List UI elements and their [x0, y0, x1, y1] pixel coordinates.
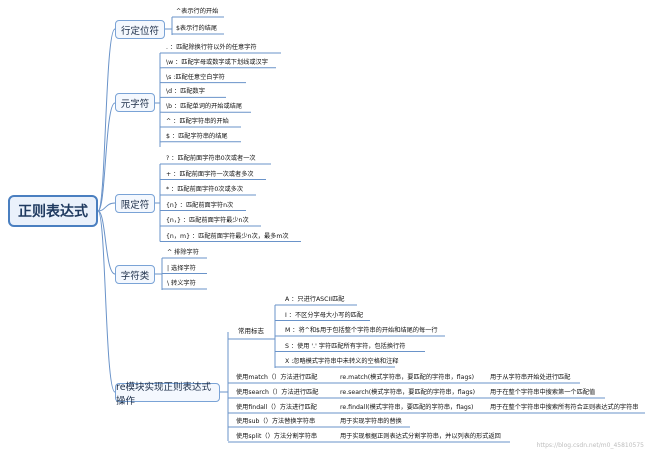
leaf-item: {n，} ：匹配前面字符最少n次 — [166, 217, 249, 224]
leaf-item: . ：匹配除换行符以外的任意字符 — [166, 44, 257, 51]
leaf-item: \ 转义字符 — [167, 280, 196, 287]
connector — [97, 210, 116, 275]
leaf-item: \d ：匹配数字 — [166, 88, 205, 96]
category-position: 行定位符 — [115, 20, 165, 39]
method-name: 使用findall（）方法进行匹配 — [236, 404, 317, 411]
leaf-item: {n，m} ：匹配前面字符最少n次，最多m次 — [166, 232, 289, 240]
method-desc: 用于在整个字符串中搜索第一个匹配值 — [490, 389, 596, 396]
method-name: 使用match（）方法进行匹配 — [236, 374, 318, 381]
method-desc: 用于实现字符串的替换 — [340, 418, 402, 425]
category-re: re模块实现正则表达式操作 — [115, 382, 220, 407]
method-name: 使用search（）方法进行匹配 — [236, 389, 319, 396]
method-syntax: re.match(模式字符串，要匹配的字符串，flags) — [340, 374, 475, 381]
connector — [97, 102, 116, 212]
method-desc: 用于在整个字符串中搜索所有符合正则表达式的字符串 — [490, 404, 639, 411]
leaf-item: $表示行的结尾 — [176, 25, 218, 32]
leaf-item: ^ ：匹配字符串的开始 — [166, 118, 229, 125]
flag-item: X :忽略模式字符串中未转义的空格和注释 — [285, 358, 399, 365]
leaf-item: | 选择字符 — [167, 264, 196, 272]
connector — [97, 202, 116, 212]
category-charclass: 字符类 — [115, 265, 155, 284]
method-name: 使用sub（）方法替换字符串 — [236, 418, 316, 425]
flag-item: S ：使用 '.' 字符匹配所有字符，包括换行符 — [285, 342, 406, 350]
method-syntax: re.findall(模式字符串，要匹配的字符串，flags) — [340, 404, 474, 411]
leaf-item: ^ 排除字符 — [167, 249, 199, 256]
connector — [97, 210, 116, 393]
leaf-item: \w ：匹配字母或数字或下划线或汉字 — [166, 58, 268, 66]
flag-item: I ：不区分字母大小写的匹配 — [285, 311, 364, 319]
watermark: https://blog.csdn.net/m0_45810575 — [536, 442, 644, 449]
leaf-item: * ：匹配前面字符0次或多次 — [166, 186, 244, 193]
method-desc: 用于实现根据正则表达式分割字符串，并以列表的形式返回 — [340, 433, 501, 440]
flag-item: M ：将^和$用于包括整个字符串的开始和结尾的每一行 — [285, 327, 438, 334]
leaf-item: ? ：匹配前面字符串0次或者一次 — [166, 155, 256, 162]
method-name: 使用split（）方法分割字符串 — [236, 433, 318, 440]
leaf-item: \b ：匹配单词的开始或结尾 — [166, 103, 243, 111]
connector — [97, 28, 116, 212]
category-quantifier: 限定符 — [115, 194, 155, 213]
leaf-item: ^表示行的开始 — [176, 8, 219, 15]
method-syntax: re.search(模式字符串，要匹配的字符串，flags) — [340, 389, 476, 396]
flags-label: 常用标志 — [238, 327, 264, 335]
leaf-item: {n} ：匹配前面字符n次 — [166, 201, 234, 209]
category-meta: 元字符 — [115, 93, 155, 112]
flag-item: A ：只进行ASCII匹配 — [285, 296, 345, 303]
leaf-item: \s :匹配任意空白字符 — [166, 73, 225, 81]
root-node: 正则表达式 — [8, 195, 98, 227]
leaf-item: + ：匹配前面字符一次或者多次 — [166, 170, 254, 178]
method-desc: 用于从字符串开始处进行匹配 — [490, 374, 571, 381]
leaf-item: $ ：匹配字符串的结尾 — [166, 132, 228, 140]
